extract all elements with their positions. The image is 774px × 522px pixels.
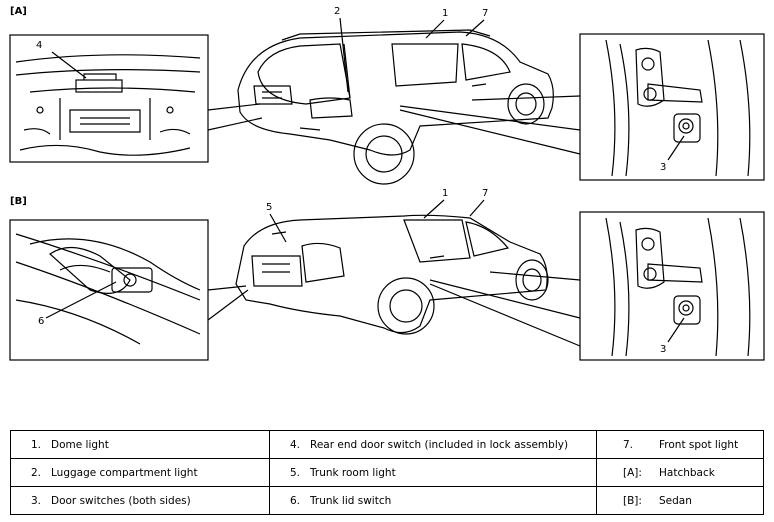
legend-text: Door switches (both sides) <box>51 494 191 507</box>
callout-a-2: 2 <box>334 6 341 17</box>
legend-row: 2. Luggage compartment light 5. Trunk room… <box>10 458 764 487</box>
legend-text: Dome light <box>51 438 109 451</box>
legend-cell: 2. Luggage compartment light <box>10 458 270 487</box>
legend-text: Front spot light <box>659 438 739 451</box>
legend-cell: 1. Dome light <box>10 430 270 459</box>
legend-cell: 3. Door switches (both sides) <box>10 486 270 515</box>
legend-cell: [A]: Hatchback <box>596 458 764 487</box>
vehicle-lights-illustration <box>9 17 765 361</box>
legend-text: Sedan <box>659 494 692 507</box>
legend-cell: 6. Trunk lid switch <box>269 486 597 515</box>
legend-text: Luggage compartment light <box>51 466 198 479</box>
callout-a-1: 1 <box>442 8 449 19</box>
legend-text: Hatchback <box>659 466 715 479</box>
legend-number: 4. <box>289 438 300 451</box>
legend-row: 3. Door switches (both sides) 6. Trunk lid… <box>10 486 764 515</box>
legend-text: Rear end door switch (included in lock a… <box>310 438 569 451</box>
callout-a-4: 4 <box>36 40 43 51</box>
legend-number: 3. <box>30 494 41 507</box>
legend-number: 6. <box>289 494 300 507</box>
callout-b-5: 5 <box>266 202 273 213</box>
section-b-tag: [B] <box>10 196 27 207</box>
parts-legend-table: 1. Dome light 4. Rear end door switch (inc… <box>10 430 764 515</box>
callout-b-6: 6 <box>38 316 45 327</box>
legend-cell: [B]: Sedan <box>596 486 764 515</box>
section-a-tag: [A] <box>10 6 27 17</box>
legend-number: 1. <box>30 438 41 451</box>
legend-cell: 5. Trunk room light <box>269 458 597 487</box>
inset-luggage-area <box>9 34 209 163</box>
callout-a-7: 7 <box>482 8 489 19</box>
legend-text: Trunk room light <box>310 466 396 479</box>
inset-door-switch-a <box>579 33 765 181</box>
legend-number: 2. <box>30 466 41 479</box>
callout-a-3: 3 <box>660 162 667 173</box>
legend-row: 1. Dome light 4. Rear end door switch (inc… <box>10 430 764 459</box>
legend-number: [A]: <box>623 466 642 479</box>
legend-number: 5. <box>289 466 300 479</box>
legend-text: Trunk lid switch <box>310 494 392 507</box>
legend-number: 7. <box>623 438 634 451</box>
diagram-figure: [A] [B] 4 2 1 7 3 5 1 7 6 3 <box>9 6 765 361</box>
hatchback-body <box>237 31 554 156</box>
inset-door-switch-b <box>579 211 765 361</box>
legend-cell: 4. Rear end door switch (included in lock… <box>269 430 597 459</box>
callout-b-3: 3 <box>660 344 667 355</box>
legend-number: [B]: <box>623 494 642 507</box>
callout-b-1: 1 <box>442 188 449 199</box>
callout-b-7: 7 <box>482 188 489 199</box>
legend-cell: 7. Front spot light <box>596 430 764 459</box>
